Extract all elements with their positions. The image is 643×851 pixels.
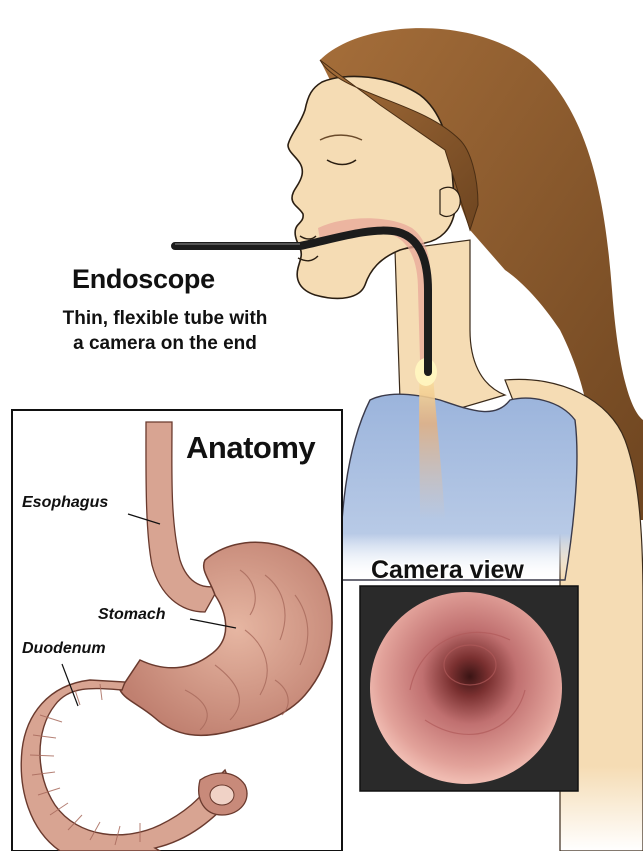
camera-view-title: Camera view (371, 556, 524, 585)
stomach-label: Stomach (98, 606, 166, 624)
camera-view-lumen (370, 592, 562, 784)
duodenum-label: Duodenum (22, 640, 106, 658)
ear (440, 187, 460, 216)
endoscope-desc-line1: Thin, flexible tube with (30, 306, 300, 331)
neck (395, 240, 505, 420)
esophagus-label: Esophagus (22, 494, 108, 512)
endoscope-desc-line2: a camera on the end (30, 331, 300, 356)
endoscope-title: Endoscope (72, 264, 215, 295)
shirt (340, 394, 577, 580)
anatomy-title: Anatomy (186, 430, 315, 466)
endoscope-description: Thin, flexible tube with a camera on the… (30, 306, 300, 356)
